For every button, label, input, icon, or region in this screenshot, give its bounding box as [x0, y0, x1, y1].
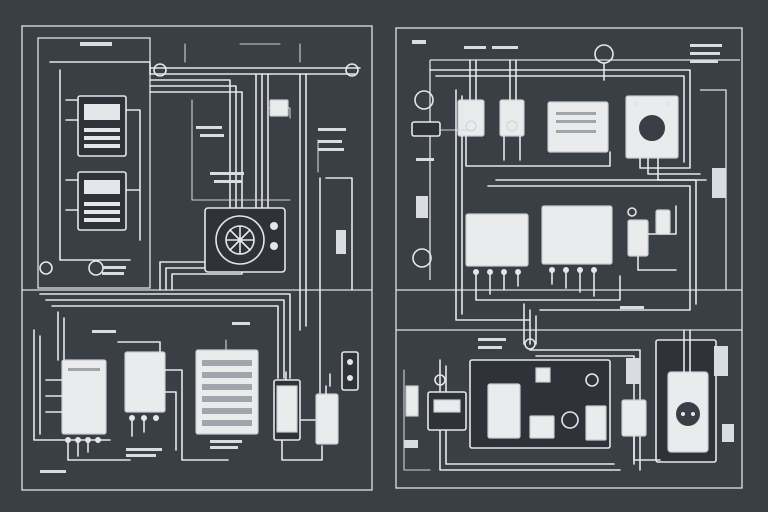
vent-panel — [195, 349, 259, 435]
control-box-1 — [457, 99, 485, 137]
left-panel-frame — [21, 25, 373, 491]
breaker-box — [625, 95, 679, 159]
left-subframe — [37, 37, 151, 289]
left-annotations — [40, 42, 346, 473]
junction-box-2 — [541, 205, 613, 273]
right-annotations — [404, 40, 734, 448]
power-supply-left — [273, 379, 301, 441]
small-meter-right — [405, 385, 419, 417]
display-panel — [547, 101, 609, 153]
relay-module-1 — [77, 95, 127, 157]
terminal-box-1 — [61, 359, 107, 443]
relay-module-2 — [77, 171, 127, 231]
right-panel-frame — [395, 27, 743, 489]
controller-board — [469, 359, 611, 449]
control-box-2 — [499, 99, 525, 137]
right-panel — [395, 27, 743, 489]
connector-left — [315, 351, 359, 445]
terminal-box-2 — [124, 351, 166, 421]
small-switch-left — [269, 99, 289, 117]
switch-right — [411, 121, 441, 137]
fan-unit — [204, 207, 286, 273]
meter-unit — [627, 207, 671, 257]
junction-box-1 — [465, 213, 529, 275]
left-panel — [21, 25, 373, 491]
side-switch — [621, 399, 647, 437]
outlet-box — [655, 339, 717, 463]
